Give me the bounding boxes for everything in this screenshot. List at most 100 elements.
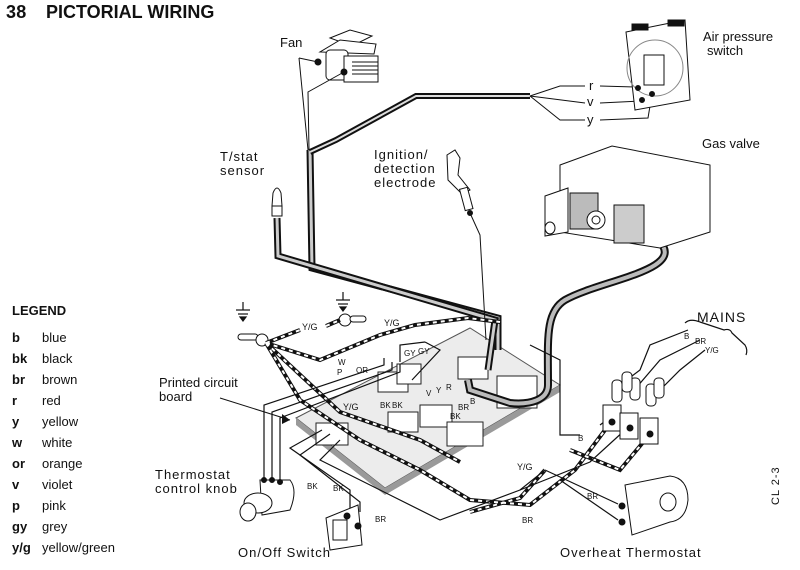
wire-label: r <box>589 78 594 93</box>
legend-color: black <box>42 351 73 366</box>
wire-label: Y/G <box>517 462 533 472</box>
wire-label: y <box>587 112 594 127</box>
legend-item: b blue <box>12 330 67 345</box>
pcb-pointer <box>219 397 291 421</box>
earth-screw-icon <box>338 313 367 327</box>
label-line: sensor <box>220 163 266 178</box>
label-line: electrode <box>374 175 437 190</box>
legend-color: violet <box>42 477 73 492</box>
legend-title: LEGEND <box>12 303 67 318</box>
fan-icon <box>314 29 379 83</box>
wire-label: BK <box>333 484 344 493</box>
onoff-switch-label: On/Off Switch <box>238 545 331 560</box>
wire-label: W <box>338 358 346 367</box>
overheat-thermostat-label: Overheat Thermostat <box>560 545 702 560</box>
legend-code: w <box>12 435 23 450</box>
legend-color: brown <box>42 372 78 387</box>
tstat-sensor-icon <box>271 187 283 217</box>
label-line: switch <box>707 43 744 58</box>
thermostat-control-knob-icon <box>239 477 295 522</box>
wire-label: Y/G <box>384 318 400 328</box>
legend-code: b <box>12 330 20 345</box>
label-line: Printed circuit <box>159 375 238 390</box>
legend-code: y/g <box>12 540 31 555</box>
mains-terminal-block-icon <box>602 371 665 445</box>
wire-label: B <box>684 332 690 341</box>
gas-valve-label: Gas valve <box>702 136 760 151</box>
wire-label: BK <box>450 412 461 421</box>
label-line: board <box>159 389 193 404</box>
wire-label: R <box>446 383 452 392</box>
earth-icon <box>336 292 350 312</box>
wire-label: BR <box>458 403 470 412</box>
drawing-code: CL 2-3 <box>770 466 782 505</box>
wire-label: B <box>578 434 584 443</box>
wire-label: BK <box>380 401 391 410</box>
label-line: Ignition/ <box>374 147 429 162</box>
legend-code: br <box>12 372 25 387</box>
wire-label: BK <box>307 482 318 491</box>
wire-label: GY <box>404 349 416 358</box>
ignition-electrode-label: Ignition/ detection electrode <box>374 148 436 190</box>
wire-label: OR <box>356 366 368 375</box>
legend-color: yellow <box>42 414 79 429</box>
label-line: Air pressure <box>703 29 774 44</box>
ignition-electrode-icon <box>446 149 487 341</box>
wire-label: P <box>337 368 343 377</box>
fan-label: Fan <box>280 35 303 50</box>
wire-label: Y/G <box>302 322 318 332</box>
legend-item: w white <box>12 435 72 450</box>
wire-label: BR <box>587 492 599 501</box>
wire-label: V <box>426 389 432 398</box>
legend-item: r red <box>12 393 61 408</box>
legend-code: gy <box>12 519 28 534</box>
air-pressure-switch-label: Air pressure switch <box>703 30 773 58</box>
air-pressure-switch-icon <box>625 19 691 111</box>
legend-item: v violet <box>12 477 72 492</box>
legend-code: bk <box>12 351 28 366</box>
label-line: T/stat <box>220 149 259 164</box>
legend-color: red <box>42 393 61 408</box>
wire-label: Y/G <box>705 346 719 355</box>
legend-code: or <box>12 456 25 471</box>
legend-color: pink <box>42 498 66 513</box>
legend-code: v <box>12 477 20 492</box>
earth-icon <box>236 302 250 322</box>
earth-screw-icon <box>237 333 269 347</box>
overheat-thermostat-icon <box>618 475 689 536</box>
legend-code: y <box>12 414 20 429</box>
legend-color: blue <box>42 330 67 345</box>
thermostat-control-knob-label: Thermostat control knob <box>155 468 238 496</box>
label-line: control knob <box>155 481 238 496</box>
page-title: PICTORIAL WIRING <box>46 2 215 22</box>
legend-code: p <box>12 498 20 513</box>
tstat-sensor-label: T/stat sensor <box>220 150 265 178</box>
legend-code: r <box>12 393 18 408</box>
gas-valve-icon <box>544 145 711 249</box>
printed-circuit-board <box>295 327 561 495</box>
mains-label: MAINS <box>697 309 747 325</box>
legend-item: or orange <box>12 456 82 471</box>
wire-label: GY <box>418 347 430 356</box>
section-number: 38 <box>6 2 27 22</box>
wire-label: v <box>587 94 594 109</box>
legend-item: p pink <box>12 498 66 513</box>
wire-label: BR <box>375 515 387 524</box>
label-line: detection <box>374 161 436 176</box>
legend-color: orange <box>42 456 83 471</box>
wire-label: Y <box>436 386 442 395</box>
wire-label: B <box>470 397 476 406</box>
label-line: Thermostat <box>155 467 231 482</box>
wire-label: BR <box>695 337 707 346</box>
wire-label: BK <box>392 401 403 410</box>
pcb-label: Printed circuit board <box>159 376 238 404</box>
legend-color: white <box>42 435 73 450</box>
wire-label: Y/G <box>343 402 359 412</box>
pcb-pointer-arrow <box>282 414 290 424</box>
legend-item: y/g yellow/green <box>12 540 115 555</box>
legend-item: br brown <box>12 372 77 387</box>
legend-color: yellow/green <box>42 540 115 555</box>
wiring-harness <box>273 93 669 408</box>
